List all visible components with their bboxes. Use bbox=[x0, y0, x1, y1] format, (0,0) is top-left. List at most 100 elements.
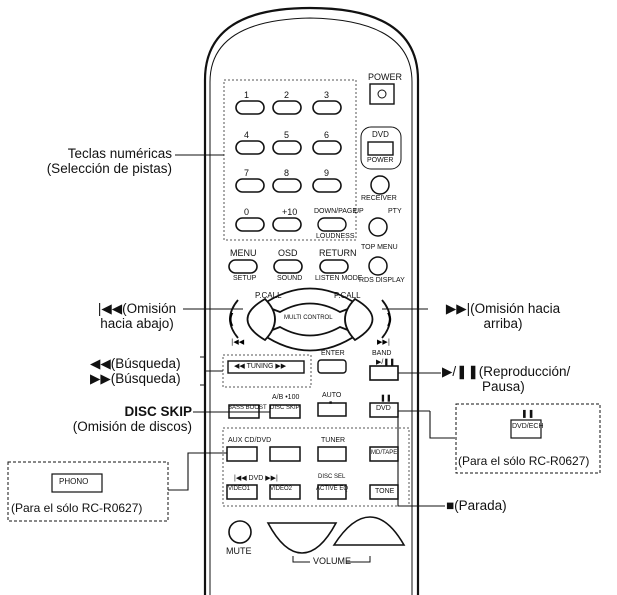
dvd-ech-leader bbox=[429, 411, 455, 439]
key-1-label: 1 bbox=[244, 90, 250, 100]
bass-boost-label: BASS BOOST bbox=[228, 405, 267, 411]
omision-arriba-line2: arriba) bbox=[483, 316, 523, 332]
mute-label: MUTE bbox=[226, 546, 252, 556]
disc-sel-label: DISC SEL bbox=[318, 474, 346, 480]
right-rocker bbox=[381, 299, 391, 339]
power-label: POWER bbox=[368, 72, 403, 82]
top-menu-label: TOP MENU bbox=[361, 244, 398, 251]
aux-cd-dvd-button bbox=[226, 446, 258, 462]
key-3 bbox=[312, 100, 342, 115]
parada-leader bbox=[397, 411, 445, 507]
key-0-label: 0 bbox=[244, 207, 250, 217]
receiver-button bbox=[370, 175, 390, 195]
top-menu-button bbox=[368, 256, 388, 276]
busqueda1-wrap: ◀◀(Búsqueda) bbox=[90, 356, 181, 371]
key-1 bbox=[235, 100, 265, 115]
reproduccion-line1: (Reproducción/ bbox=[478, 364, 571, 379]
key-9 bbox=[312, 178, 342, 193]
tuning-label: ◀◀ TUNING ▶▶ bbox=[234, 363, 287, 370]
omision-arriba-line1-wrap: ▶▶|(Omisión hacia bbox=[428, 301, 578, 316]
return-button bbox=[319, 259, 349, 274]
dvd-ech-label: DVD/ECH bbox=[512, 423, 544, 430]
listen-mode-label: LISTEN MODE bbox=[315, 275, 363, 282]
rewind-glyph: ◀◀ bbox=[90, 356, 111, 371]
key-2 bbox=[272, 100, 302, 115]
skip-forward-glyph: ▶▶| bbox=[445, 301, 471, 316]
tuning-button bbox=[227, 360, 305, 374]
key-7-label: 7 bbox=[244, 168, 250, 178]
sound-label: SOUND bbox=[277, 275, 303, 282]
volume-down-button bbox=[266, 522, 338, 554]
teclas-line2: (Selección de pistas) bbox=[46, 161, 172, 177]
omision-abajo-line1-wrap: |◀◀(Omisión bbox=[97, 301, 177, 316]
solo-right-note: (Para el sólo RC-R0627) bbox=[458, 454, 590, 468]
left-chevron: ( bbox=[228, 312, 234, 328]
md-tape-label: MD/TAPE bbox=[371, 450, 398, 456]
key-9-label: 9 bbox=[324, 168, 330, 178]
left-rocker bbox=[229, 299, 239, 339]
mute-button bbox=[228, 520, 252, 544]
key-4-label: 4 bbox=[244, 130, 250, 140]
key-6-label: 6 bbox=[324, 130, 330, 140]
key-4 bbox=[235, 140, 265, 155]
pty-label: PTY bbox=[388, 208, 402, 215]
down-page-button bbox=[317, 217, 347, 232]
video1-label: VIDEO1 bbox=[228, 486, 251, 492]
power-symbol bbox=[377, 89, 387, 99]
down-page-label: DOWN/PAGE bbox=[314, 208, 358, 215]
pause-key-glyph: ❚❚ bbox=[380, 395, 392, 402]
omision-arriba-line1: (Omisión hacia bbox=[470, 301, 561, 316]
enter-label: ENTER bbox=[321, 350, 345, 357]
left-skip-glyph: |◀◀ bbox=[231, 338, 245, 346]
multi-control bbox=[229, 287, 391, 352]
busqueda-callout: ◀◀(Búsqueda) ▶▶(Búsqueda) bbox=[90, 356, 181, 386]
disc-sel-button bbox=[317, 484, 347, 500]
pcall-left-label: P.CALL bbox=[255, 291, 282, 300]
dvd-power-button bbox=[367, 141, 394, 156]
video1-button bbox=[226, 484, 258, 500]
busqueda1: (Búsqueda) bbox=[110, 356, 181, 371]
receiver-label: RECEIVER bbox=[361, 195, 397, 202]
play-pause-key-glyph: ▶/❚❚ bbox=[376, 359, 396, 366]
disc-skip-callout: DISC SKIP (Omisión de discos) bbox=[73, 404, 192, 434]
loudness-label: LOUDNESS bbox=[316, 233, 355, 240]
key-8 bbox=[272, 178, 302, 193]
phono-inset-button bbox=[51, 473, 103, 493]
parada-callout: ■(Parada) bbox=[446, 498, 507, 513]
up-label: UP bbox=[354, 208, 364, 215]
rds-display-label: RDS DISPLAY bbox=[359, 277, 405, 284]
menu-button bbox=[228, 259, 258, 274]
dvd3-label: |◀◀ DVD ▶▶| bbox=[234, 475, 278, 482]
volume-bracket bbox=[292, 556, 371, 563]
solo-left-note: (Para el sólo RC-R0627) bbox=[11, 501, 143, 515]
pcall-right-label: P.CALL bbox=[334, 291, 361, 300]
pty-button bbox=[368, 217, 388, 237]
key-2-label: 2 bbox=[284, 90, 290, 100]
disc-skip-sub: (Omisión de discos) bbox=[72, 419, 192, 435]
right-skip-glyph: ▶▶| bbox=[377, 338, 390, 346]
dvd-power-frame bbox=[360, 126, 402, 170]
omision-abajo-line2: hacia abajo) bbox=[100, 316, 174, 332]
reproduccion-callout: ▶/❚❚(Reproducción/ Pausa) bbox=[442, 364, 570, 394]
tuner-label: TUNER bbox=[321, 437, 346, 444]
osd-button bbox=[273, 259, 303, 274]
stop-key-glyph: ■ bbox=[329, 400, 333, 406]
aux-cd-dvd-label: AUX CD/DVD bbox=[228, 437, 272, 444]
numeric-keys bbox=[235, 100, 342, 232]
dvd2-label: DVD bbox=[376, 405, 391, 412]
skip-back-glyph: |◀◀ bbox=[97, 301, 123, 316]
ab100-label: A/B •100 bbox=[272, 394, 300, 401]
menu-label: MENU bbox=[230, 248, 257, 258]
active-eq-label: ACTIVE EQ bbox=[316, 486, 349, 492]
key-7 bbox=[235, 178, 265, 193]
osd-label: OSD bbox=[278, 248, 298, 258]
dvd-ech-inset-button bbox=[510, 419, 542, 439]
teclas-line1: Teclas numéricas bbox=[67, 146, 172, 161]
key-8-label: 8 bbox=[284, 168, 290, 178]
aux-second-button bbox=[269, 446, 301, 462]
power-button bbox=[369, 83, 395, 105]
enter-button bbox=[317, 359, 347, 374]
parada-text: (Parada) bbox=[454, 498, 507, 513]
numeric-keypad-frame bbox=[223, 79, 357, 241]
